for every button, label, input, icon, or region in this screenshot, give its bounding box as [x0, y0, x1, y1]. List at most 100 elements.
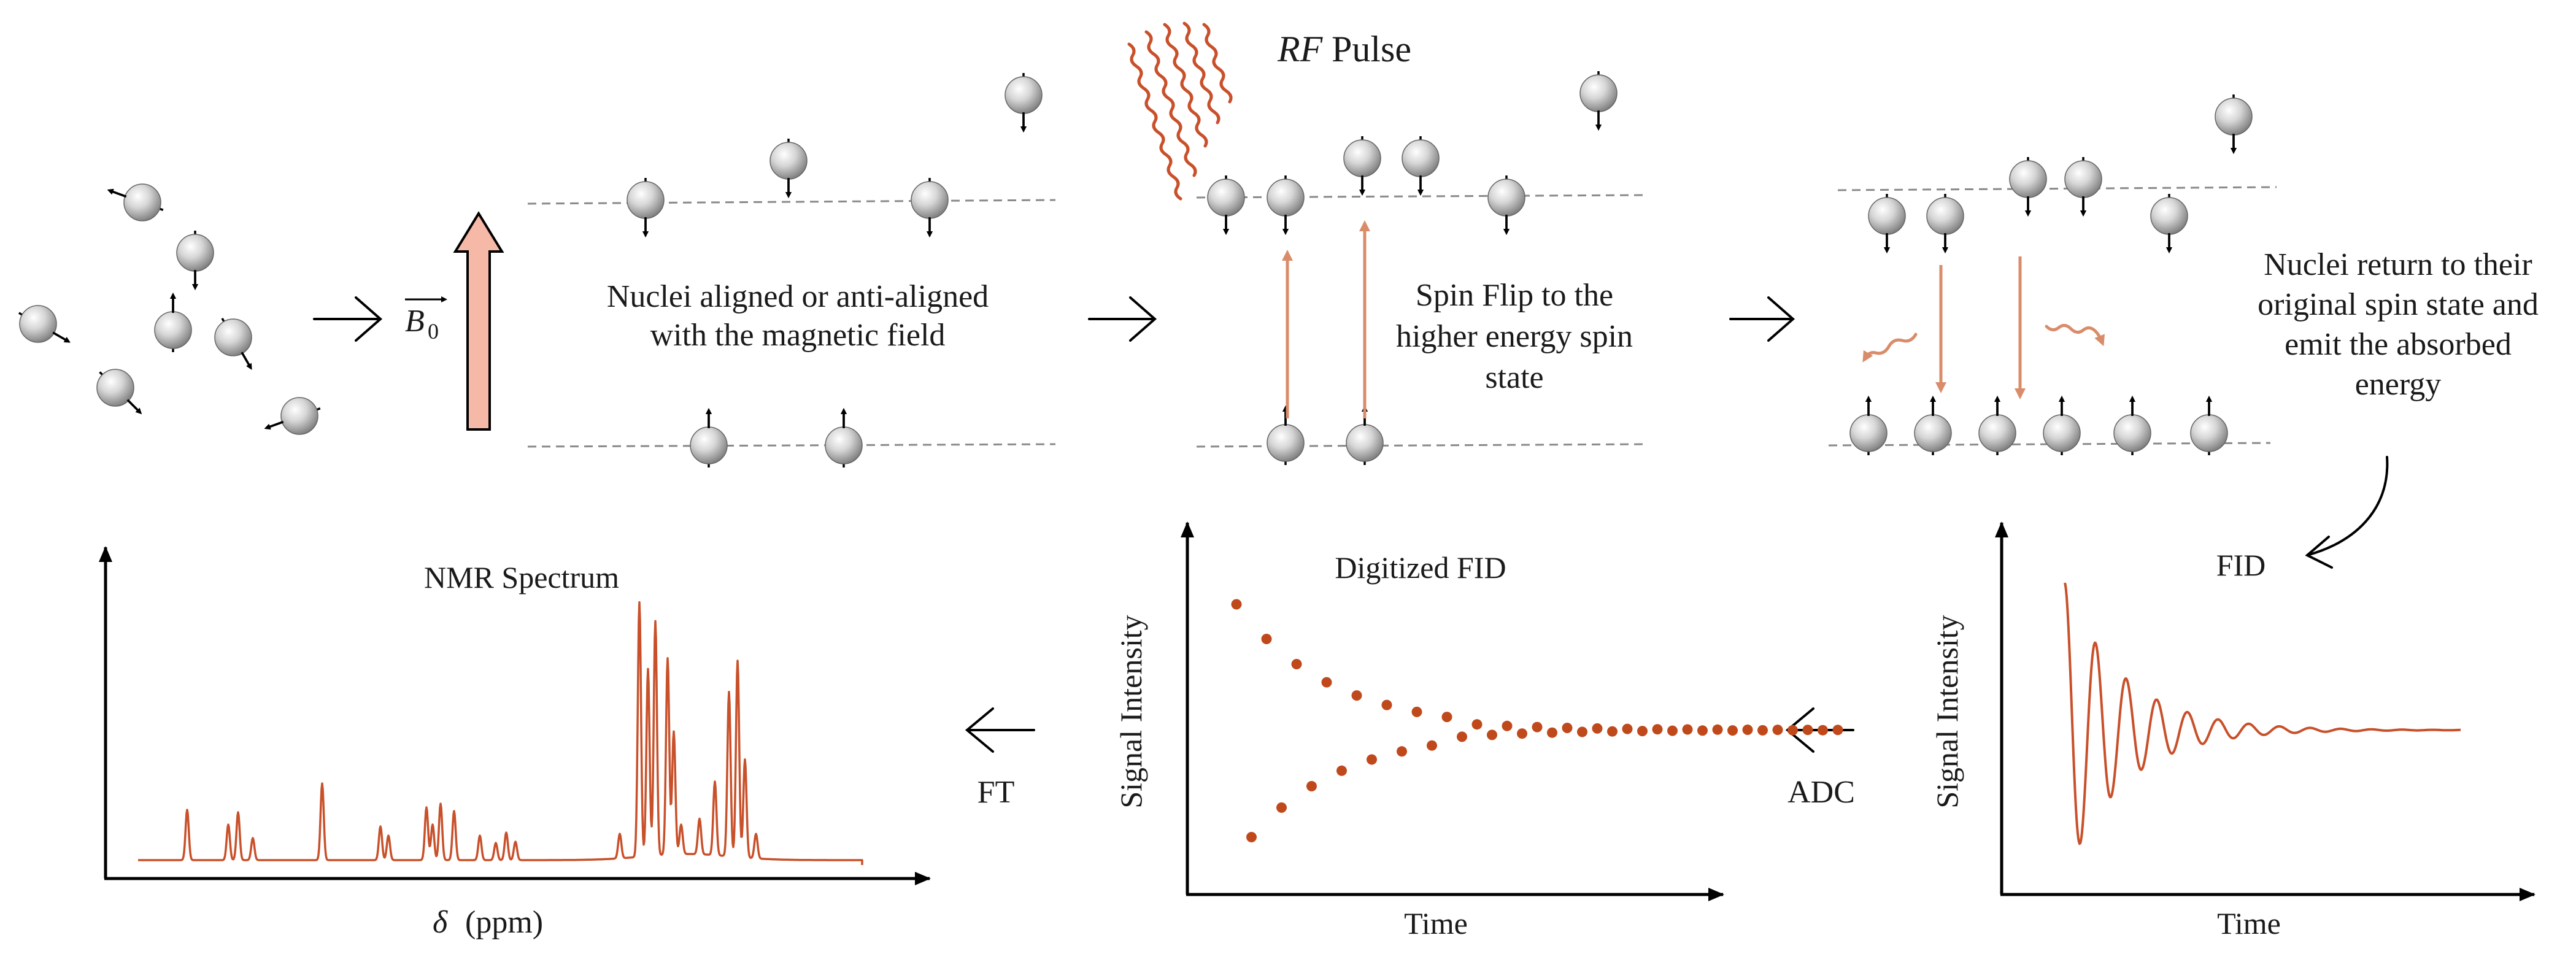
rf-pulse-label: RF Pulse [1277, 29, 1411, 69]
aligned-caption: Nuclei aligned or anti-aligned with the … [607, 279, 989, 353]
nucleus-spin-icon [2190, 396, 2228, 455]
dfid-point [1772, 725, 1783, 736]
process-arrows [313, 296, 2389, 753]
magnetic-field-arrow [453, 211, 504, 431]
spectrum-title: NMR Spectrum [424, 560, 619, 594]
nucleus-spin-icon [176, 231, 214, 290]
svg-text:Nuclei return to their: Nuclei return to their [2264, 247, 2532, 282]
dfid-point [1441, 712, 1452, 723]
wavy-lines-icon [1127, 21, 1233, 201]
svg-text:Spin Flip to the: Spin Flip to the [1416, 278, 1613, 313]
svg-text:RF: RF [1277, 29, 1324, 69]
nucleus-spin-icon [1207, 175, 1245, 235]
dfid-point [1652, 724, 1663, 735]
svg-text:Pulse: Pulse [1332, 29, 1411, 69]
left-arrow-icon [965, 707, 1035, 753]
dfid-point [1637, 726, 1648, 737]
dfid-point [1712, 724, 1723, 735]
nucleus-spin-icon [1346, 406, 1384, 465]
dfid-ylabel: Signal Intensity [1114, 615, 1148, 808]
dfid-point [1336, 765, 1347, 776]
nucleus-spin-icon [627, 178, 665, 237]
dfid-point [1351, 690, 1362, 701]
nucleus-spin-icon [1267, 406, 1305, 465]
dfid-point [1276, 802, 1287, 813]
nucleus-spin-icon [2113, 396, 2151, 455]
dfid-point [1607, 726, 1618, 737]
dfid-point [1367, 754, 1377, 765]
nucleus-spin-icon [1487, 175, 1525, 235]
nucleus-spin-icon [1343, 136, 1381, 196]
return-caption: Nuclei return to their original spin sta… [2258, 247, 2539, 402]
nucleus-spin-icon [214, 317, 252, 370]
nucleus-spin-icon [18, 305, 71, 343]
ft-label: FT [978, 775, 1015, 810]
svg-text:(ppm): (ppm) [465, 905, 543, 940]
nucleus-spin-icon [2215, 94, 2253, 154]
emitted-energy-waves [1862, 324, 2105, 363]
nucleus-spin-icon [1914, 396, 1952, 455]
fid-panel: FID Signal Intensity Time [1930, 521, 2536, 941]
dfid-point [1261, 634, 1272, 644]
nucleus-spin-icon [2150, 194, 2188, 253]
digitized-fid-panel: Digitized FID Signal Intensity Time [1114, 521, 1843, 941]
nucleus-spin-icon [911, 178, 949, 237]
dfid-point [1727, 725, 1738, 736]
dfid-point [1502, 720, 1513, 731]
right-arrow-icon [313, 296, 383, 342]
svg-text:energy: energy [2355, 367, 2442, 402]
nmr-spectrum-panel: NMR Spectrum δ (ppm) [99, 546, 931, 940]
dfid-point [1802, 725, 1813, 736]
dfid-point [1321, 677, 1332, 688]
dfid-point [1246, 832, 1257, 842]
spin-flip-caption: Spin Flip to the higher energy spin stat… [1396, 278, 1633, 395]
dfid-point [1231, 599, 1242, 610]
dfid-point [1562, 723, 1573, 733]
dfid-point [1397, 746, 1407, 757]
dfid-point [1818, 725, 1828, 736]
dfid-point [1592, 723, 1603, 734]
svg-text:state: state [1485, 360, 1543, 395]
dfid-point [1697, 725, 1708, 736]
dfid-point [1787, 725, 1798, 736]
fid-trace [2064, 582, 2461, 845]
relaxation-arrows [1935, 256, 2026, 399]
nucleus-spin-icon [1579, 71, 1618, 131]
dfid-point [1427, 740, 1437, 751]
nucleus-spin-icon [690, 408, 728, 467]
nucleus-spin-icon [96, 369, 142, 415]
dfid-point [1381, 699, 1392, 710]
fid-xlabel: Time [2217, 906, 2281, 941]
dfid-point [1742, 725, 1753, 735]
svg-text:original spin state and: original spin state and [2258, 287, 2539, 322]
nucleus-spin-icon [1868, 194, 1906, 253]
spin-flip-arrows [1282, 220, 1370, 418]
nucleus-spin-icon [2043, 396, 2081, 455]
spectrum-xlabel: δ (ppm) [433, 905, 543, 940]
b0-field-label: B 0 [405, 296, 447, 344]
curved-arrow-icon [2305, 456, 2389, 569]
dfid-point [1487, 729, 1497, 741]
svg-text:Nuclei aligned or anti-aligned: Nuclei aligned or anti-aligned [607, 279, 989, 314]
nucleus-spin-icon [107, 183, 164, 221]
nucleus-spin-icon [1402, 136, 1440, 196]
nucleus-spin-icon [154, 293, 192, 352]
dfid-point [1471, 719, 1483, 730]
nucleus-spin-icon [1267, 175, 1305, 235]
nucleus-spin-icon [769, 139, 808, 198]
dfid-title: Digitized FID [1335, 550, 1506, 585]
nucleus-spin-icon [1978, 396, 2016, 455]
dfid-point [1411, 706, 1422, 717]
svg-text:emit the absorbed: emit the absorbed [2285, 327, 2512, 362]
dfid-points [1231, 599, 1843, 842]
adc-label: ADC [1787, 775, 1855, 810]
nucleus-spin-icon [2064, 157, 2102, 217]
nucleus-spin-icon [1926, 194, 1964, 253]
right-arrow-icon [1729, 296, 1795, 342]
dfid-point [1577, 726, 1587, 737]
dfid-point [1757, 725, 1768, 736]
svg-text:B: B [405, 304, 425, 339]
dfid-point [1291, 659, 1302, 669]
dfid-point [1306, 781, 1317, 791]
